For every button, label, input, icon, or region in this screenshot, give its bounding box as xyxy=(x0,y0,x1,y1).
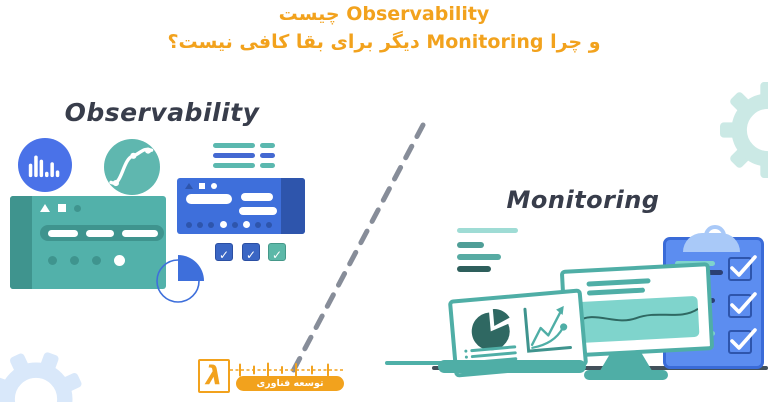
check-icon xyxy=(730,255,757,277)
check-icon xyxy=(730,292,757,314)
curve-chart-badge xyxy=(104,139,160,195)
laptop-screen xyxy=(447,288,589,378)
triangle-icon xyxy=(185,183,193,189)
checkbox-checked xyxy=(728,328,757,354)
check-icon: ✓ xyxy=(218,248,230,262)
pie-chart-icon xyxy=(471,309,510,351)
checkbox-checked: ✓ xyxy=(215,243,233,262)
monitoring-label: Monitoring xyxy=(506,186,660,214)
panel-sidebar xyxy=(10,196,32,289)
curve-chart-icon xyxy=(109,147,154,187)
waveform-icon xyxy=(230,362,344,378)
circle-icon xyxy=(74,205,81,212)
observability-label: Observability xyxy=(64,98,260,127)
laptop-base xyxy=(438,360,586,373)
square-icon xyxy=(199,183,205,189)
title-line-1: Observability چیست xyxy=(278,3,490,25)
panel-sidebar xyxy=(281,178,305,234)
monitor-screen xyxy=(559,262,715,358)
area-chart xyxy=(575,295,700,344)
bar-chart-icon xyxy=(28,155,60,178)
checkbox-checked xyxy=(728,255,757,281)
logo-lambda-badge: λ xyxy=(198,359,230,393)
lambda-icon: λ xyxy=(205,361,223,391)
blue-dashboard-panel xyxy=(177,178,305,234)
pie-chart-icon xyxy=(156,255,204,303)
triangle-icon xyxy=(40,204,50,212)
check-icon xyxy=(730,328,757,350)
line-chart-icon xyxy=(523,305,572,353)
gear-icon xyxy=(720,82,768,178)
clipboard-clip xyxy=(683,233,740,252)
square-icon xyxy=(58,204,66,212)
page-title: Observability چیست و چرا Monitoring دیگر… xyxy=(0,0,768,56)
ground-line-teal xyxy=(385,361,445,365)
check-icon: ✓ xyxy=(245,248,257,262)
ground-line xyxy=(432,366,768,370)
monitor-base xyxy=(584,370,668,380)
gear-icon xyxy=(0,352,82,402)
teal-dashboard-panel xyxy=(10,196,166,289)
checkbox-checked: ✓ xyxy=(268,243,286,262)
bar-chart-badge xyxy=(18,138,72,192)
panel-toolbar xyxy=(40,225,164,241)
check-icon: ✓ xyxy=(271,248,283,262)
checkbox-checked xyxy=(728,292,757,318)
logo-company-name: توسعه فناوری اطلاعات لاندا xyxy=(236,376,344,402)
trend-line-icon xyxy=(575,307,699,324)
checkbox-checked: ✓ xyxy=(242,243,260,262)
title-line-2: و چرا Monitoring دیگر برای بقا کافی نیست… xyxy=(167,31,601,53)
circle-icon xyxy=(211,183,217,189)
